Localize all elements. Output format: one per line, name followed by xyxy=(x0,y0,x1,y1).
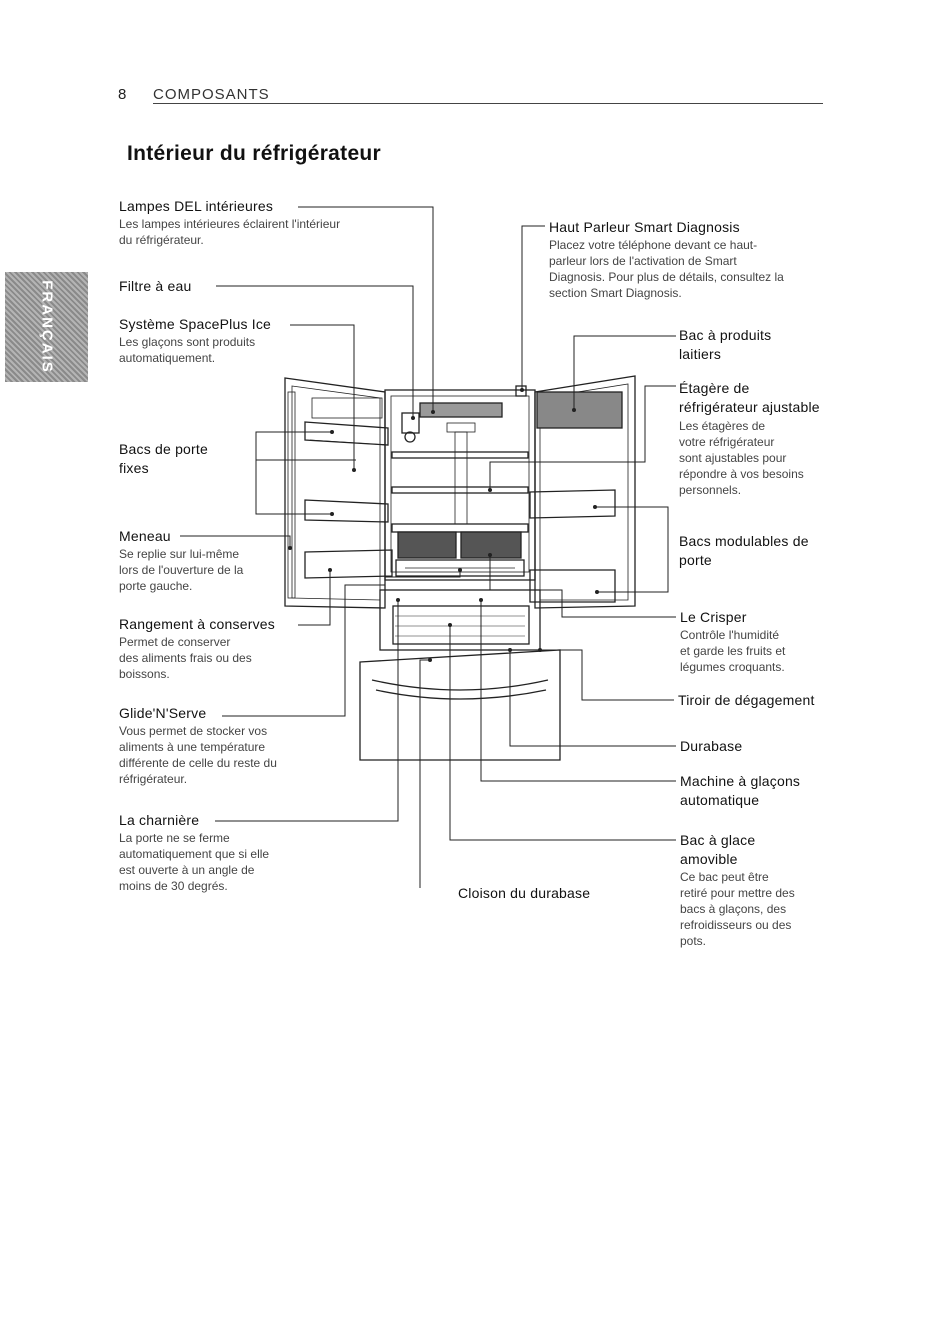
desc-line: réfrigérateur. xyxy=(119,772,188,786)
desc-glide: Vous permet de stocker vos aliments à un… xyxy=(119,723,277,787)
label-bac-laitiers: Bac à produits laitiers xyxy=(679,326,771,364)
label-bacs-modulables: Bacs modulables de porte xyxy=(679,532,809,570)
water-filter xyxy=(401,412,420,434)
desc-charniere: La porte ne se ferme automatiquement que… xyxy=(119,830,269,894)
label-line: fixes xyxy=(119,460,149,476)
page-number: 8 xyxy=(118,86,127,103)
label-line: Bac à produits xyxy=(679,327,772,343)
desc-line: section Smart Diagnosis. xyxy=(549,286,682,300)
desc-lampes: Les lampes intérieures éclairent l'intér… xyxy=(119,216,340,248)
label-filtre: Filtre à eau xyxy=(119,278,192,294)
header-rule xyxy=(153,103,823,104)
desc-line: est ouverte à un angle de xyxy=(119,863,255,877)
desc-haut-parleur: Placez votre téléphone devant ce haut- p… xyxy=(549,237,784,301)
label-charniere: La charnière xyxy=(119,812,200,828)
desc-line: Permet de conserver xyxy=(119,635,231,649)
desc-line: personnels. xyxy=(679,483,742,497)
label-durabase: Durabase xyxy=(680,738,743,754)
desc-line: votre réfrigérateur xyxy=(679,435,775,449)
label-tiroir: Tiroir de dégagement xyxy=(678,692,815,708)
language-tab: FRANÇAIS xyxy=(5,272,88,382)
desc-line: Se replie sur lui-même xyxy=(119,547,240,561)
label-line: Étagère de xyxy=(679,380,750,396)
right-door xyxy=(534,375,636,609)
label-bacs-fixes: Bacs de porte fixes xyxy=(119,440,208,478)
desc-etagere: Les étagères de votre réfrigérateur sont… xyxy=(679,418,804,498)
label-line: porte xyxy=(679,552,712,568)
desc-line: Placez votre téléphone devant ce haut- xyxy=(549,238,758,252)
label-cloison: Cloison du durabase xyxy=(458,885,591,901)
label-meneau: Meneau xyxy=(119,528,171,544)
label-line: amovible xyxy=(680,851,738,867)
desc-line: boissons. xyxy=(119,667,170,681)
desc-line: automatiquement que si elle xyxy=(119,847,270,861)
desc-line: moins de 30 degrés. xyxy=(119,879,228,893)
desc-line: et garde les fruits et xyxy=(680,644,786,658)
led-light-panel xyxy=(419,402,503,418)
desc-line: retiré pour mettre des xyxy=(680,886,795,900)
desc-meneau: Se replie sur lui-même lors de l'ouvertu… xyxy=(119,546,243,594)
desc-line: lors de l'ouverture de la xyxy=(119,563,244,577)
desc-line: refroidisseurs ou des xyxy=(680,918,792,932)
desc-line: différente de celle du reste du xyxy=(119,756,277,770)
speaker xyxy=(515,385,527,397)
label-line: Bacs modulables de xyxy=(679,533,809,549)
mullion xyxy=(287,391,296,599)
label-line: Machine à glaçons xyxy=(680,773,801,789)
desc-line: Les étagères de xyxy=(679,419,766,433)
desc-line: Les lampes intérieures éclairent l'intér… xyxy=(119,217,341,231)
desc-line: du réfrigérateur. xyxy=(119,233,204,247)
label-spaceplus: Système SpacePlus Ice xyxy=(119,316,272,332)
desc-line: porte gauche. xyxy=(119,579,193,593)
page-title: Intérieur du réfrigérateur xyxy=(127,142,382,165)
desc-spaceplus: Les glaçons sont produits automatiquemen… xyxy=(119,334,255,366)
desc-conserves: Permet de conserver des aliments frais o… xyxy=(119,634,252,682)
desc-line: légumes croquants. xyxy=(680,660,785,674)
desc-line: Contrôle l'humidité xyxy=(680,628,780,642)
desc-line: Les glaçons sont produits xyxy=(119,335,256,349)
desc-line: parleur lors de l'activation de Smart xyxy=(549,254,737,268)
desc-line: Ce bac peut être xyxy=(680,870,769,884)
left-door xyxy=(284,377,386,609)
label-machine: Machine à glaçons automatique xyxy=(680,772,800,810)
label-glide: Glide'N'Serve xyxy=(119,705,207,721)
crisper xyxy=(397,531,457,559)
label-haut-parleur: Haut Parleur Smart Diagnosis xyxy=(549,219,740,235)
ice-bin xyxy=(392,605,530,645)
desc-line: pots. xyxy=(680,934,707,948)
desc-line: aliments à une température xyxy=(119,740,266,754)
desc-bac-glace: Ce bac peut être retiré pour mettre des … xyxy=(680,869,795,949)
freezer-drawer xyxy=(359,649,561,761)
shelf xyxy=(391,451,529,459)
desc-crisper: Contrôle l'humidité et garde les fruits … xyxy=(680,627,785,675)
desc-line: répondre à vos besoins xyxy=(679,467,804,481)
desc-line: La porte ne se ferme xyxy=(119,831,230,845)
desc-line: Vous permet de stocker vos xyxy=(119,724,268,738)
label-line: réfrigérateur ajustable xyxy=(679,399,820,415)
shelf xyxy=(391,486,529,494)
label-line: automatique xyxy=(680,792,760,808)
label-lampes: Lampes DEL intérieures xyxy=(119,198,274,214)
shelf xyxy=(391,523,529,533)
desc-line: automatiquement. xyxy=(119,351,216,365)
section-title: COMPOSANTS xyxy=(153,86,270,103)
desc-line: Diagnosis. Pour plus de détails, consult… xyxy=(549,270,784,284)
label-conserves: Rangement à conserves xyxy=(119,616,275,632)
desc-line: des aliments frais ou des xyxy=(119,651,252,665)
label-bac-glace: Bac à glace amovible xyxy=(680,831,755,869)
label-line: Bac à glace xyxy=(680,832,756,848)
freezer xyxy=(379,589,541,651)
label-crisper: Le Crisper xyxy=(680,609,747,625)
desc-line: bacs à glaçons, des xyxy=(680,902,787,916)
label-line: Bacs de porte xyxy=(119,441,208,457)
desc-line: sont ajustables pour xyxy=(679,451,787,465)
label-etagere: Étagère de réfrigérateur ajustable xyxy=(679,379,820,417)
label-line: laitiers xyxy=(679,346,722,362)
